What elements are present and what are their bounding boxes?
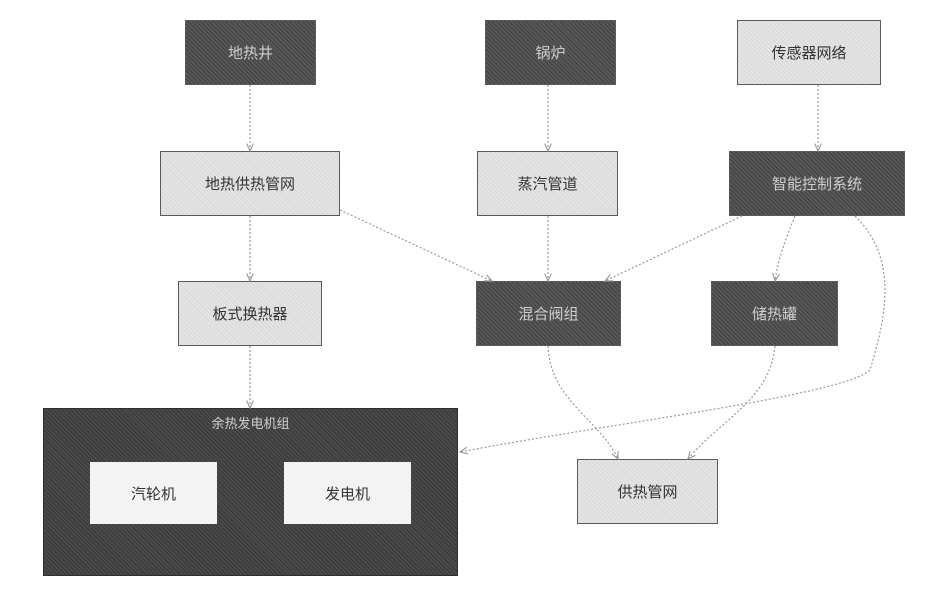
edge-control-to-group xyxy=(460,216,885,452)
edge-storage-to-heating xyxy=(688,346,775,459)
edge-district-to-mixing xyxy=(340,210,492,281)
edge-control-to-mixing xyxy=(605,216,742,281)
edge-mixing-to-heating xyxy=(548,346,618,459)
edge-control-to-storage xyxy=(775,216,795,281)
